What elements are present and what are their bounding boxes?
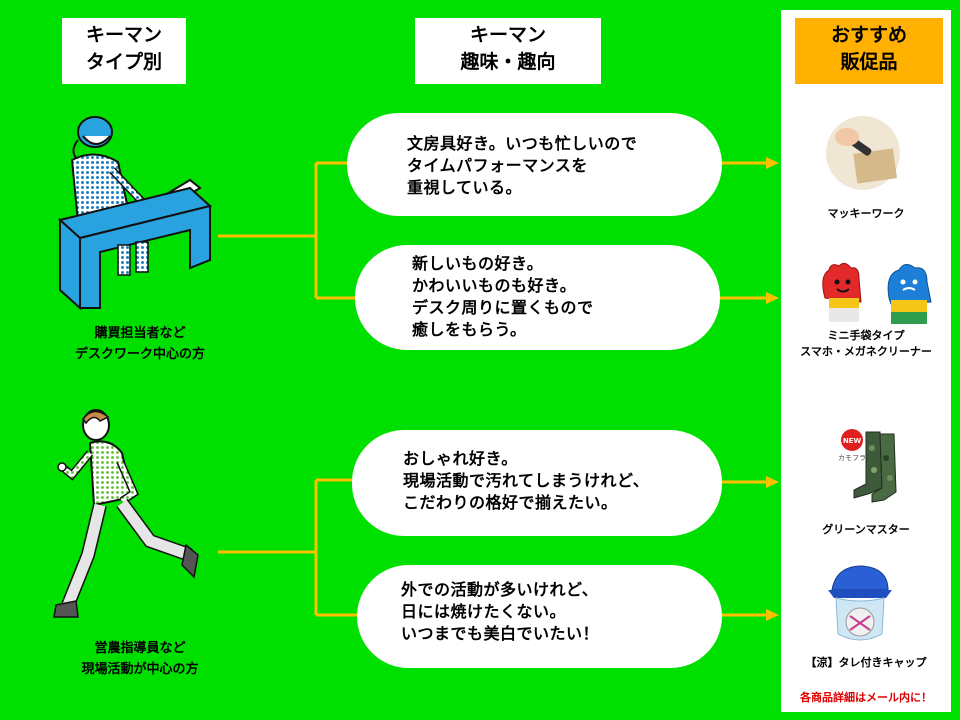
bubble-line: タイムパフォーマンスを bbox=[407, 156, 588, 175]
arrow-head-2 bbox=[766, 292, 779, 304]
bubble-line: 現場活動で汚れてしまうけれど、 bbox=[403, 471, 650, 490]
keyman-hobby-header-line2: 趣味・趣向 bbox=[460, 51, 556, 73]
product-label-cap: 【涼】タレ付きキャップ bbox=[783, 655, 949, 671]
bubble-line: かわいいものも好き。 bbox=[412, 276, 577, 295]
hobby-bubble-stationery: 文房具好き。いつも忙しいので タイムパフォーマンスを 重視している。 bbox=[347, 113, 722, 216]
product-label-glove: ミニ手袋タイプ スマホ・メガネクリーナー bbox=[783, 328, 949, 360]
product-label-line1: 【涼】タレ付きキャップ bbox=[805, 656, 927, 669]
mini-glove-icon bbox=[822, 262, 932, 324]
product-label-line1: マッキーワーク bbox=[827, 207, 905, 220]
keyman-hobby-header-line1: キーマン bbox=[469, 24, 546, 46]
bubble-line: 文房具好き。いつも忙しいので bbox=[407, 134, 638, 153]
recommended-header: おすすめ 販促品 bbox=[795, 18, 943, 84]
arrow-head-3 bbox=[766, 476, 779, 488]
arrow-head-4 bbox=[766, 609, 779, 621]
keyman-type-header-line2: タイプ別 bbox=[85, 51, 162, 73]
rubber-boots-icon: NEW カモフラ bbox=[838, 429, 897, 503]
arrow-head-1 bbox=[766, 157, 779, 169]
persona-caption-desk-line1: 購買担当者など bbox=[94, 326, 186, 341]
bubble-line: デスク周りに置くもので bbox=[412, 298, 594, 317]
product-label-boots: グリーンマスター bbox=[783, 522, 949, 538]
bubble-line: 重視している。 bbox=[407, 178, 523, 197]
persona-caption-field-line2: 現場活動が中心の方 bbox=[81, 662, 199, 677]
camo-label-text: カモフラ bbox=[838, 454, 866, 462]
hobby-bubble-cute: 新しいもの好き。 かわいいものも好き。 デスク周りに置くもので 癒しをもらう。 bbox=[355, 245, 720, 350]
bubble-line: こだわりの格好で揃えたい。 bbox=[403, 493, 618, 512]
product-label-line1: ミニ手袋タイプ bbox=[827, 329, 905, 342]
product-label-marker: マッキーワーク bbox=[783, 206, 949, 222]
recommended-header-line2: 販促品 bbox=[840, 51, 898, 73]
product-label-line1: グリーンマスター bbox=[822, 523, 910, 536]
desk-worker-illustration bbox=[57, 116, 213, 311]
keyman-hobby-header: キーマン 趣味・趣向 bbox=[415, 18, 601, 84]
persona-caption-field-line1: 営農指導員など bbox=[94, 641, 186, 656]
persona-caption-field: 営農指導員など 現場活動が中心の方 bbox=[40, 638, 240, 680]
bubble-line: 新しいもの好き。 bbox=[412, 254, 544, 273]
product-label-line2: スマホ・メガネクリーナー bbox=[800, 345, 932, 358]
hobby-bubble-sun: 外での活動が多いけれど、 日には焼けたくない。 いつまでも美白でいたい！ bbox=[357, 565, 722, 668]
bubble-line: 癒しをもらう。 bbox=[412, 320, 527, 339]
persona-caption-desk-line2: デスクワーク中心の方 bbox=[74, 347, 205, 362]
bubble-line: 外での活動が多いけれど、 bbox=[401, 580, 599, 599]
hobby-bubble-fashion: おしゃれ好き。 現場活動で汚れてしまうけれど、 こだわりの格好で揃えたい。 bbox=[352, 430, 722, 536]
recommended-header-line1: おすすめ bbox=[830, 24, 907, 46]
runner-illustration bbox=[53, 409, 199, 618]
bubble-line: いつまでも美白でいたい！ bbox=[401, 624, 600, 643]
keyman-type-header-line1: キーマン bbox=[85, 24, 162, 46]
bubble-line: 日には焼けたくない。 bbox=[401, 602, 567, 621]
footer-note: 各商品詳細はメール内に！ bbox=[800, 691, 932, 704]
bubble-line: おしゃれ好き。 bbox=[403, 449, 518, 468]
keyman-type-header: キーマン タイプ別 bbox=[62, 18, 186, 84]
marker-pen-icon bbox=[826, 116, 900, 190]
persona-caption-desk: 購買担当者など デスクワーク中心の方 bbox=[40, 323, 240, 365]
flap-cap-icon bbox=[828, 565, 892, 641]
new-badge-text: NEW bbox=[843, 437, 862, 445]
